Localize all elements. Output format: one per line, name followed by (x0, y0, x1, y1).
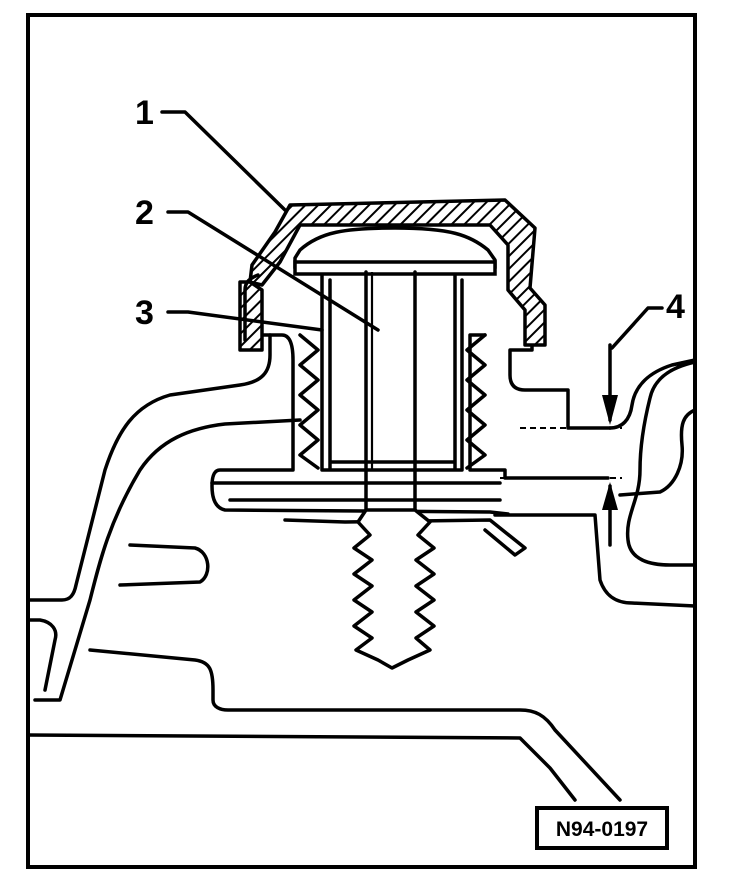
thread-right (465, 333, 487, 470)
dimension-arrow-bottom-head (602, 482, 618, 510)
sleeve (320, 273, 464, 472)
callout-1: 1 (135, 94, 154, 132)
leader-line-1 (160, 110, 287, 212)
callout-2: 2 (135, 194, 154, 232)
housing-right-lower (493, 513, 697, 608)
housing-right-inner (618, 408, 697, 497)
leader-line-4 (610, 306, 664, 350)
boss-right-wall (468, 333, 610, 480)
housing-right-wall (608, 358, 697, 567)
housing-inner-contour (33, 418, 302, 702)
housing-left-recess (118, 543, 210, 587)
clip-plate (210, 481, 527, 557)
thread-left (298, 333, 320, 470)
figure-code-box (535, 806, 669, 850)
leader-line-2 (166, 210, 380, 332)
leader-line-3 (166, 310, 324, 332)
boss-left-wall (210, 333, 510, 516)
figure-frame (26, 13, 697, 869)
housing-outer-contour (26, 296, 612, 602)
dimension-arrow-top-head (602, 395, 618, 425)
callout-4: 4 (666, 288, 685, 326)
bolt-washer (293, 260, 497, 276)
figure-code: N94-0197 (556, 818, 648, 841)
callout-3: 3 (135, 294, 154, 332)
bolt-head (293, 226, 497, 270)
bolt-thread-tip (352, 508, 436, 670)
cap-rim-left (243, 273, 260, 342)
bolt-shank (364, 270, 417, 512)
housing-lower-body (26, 618, 622, 802)
